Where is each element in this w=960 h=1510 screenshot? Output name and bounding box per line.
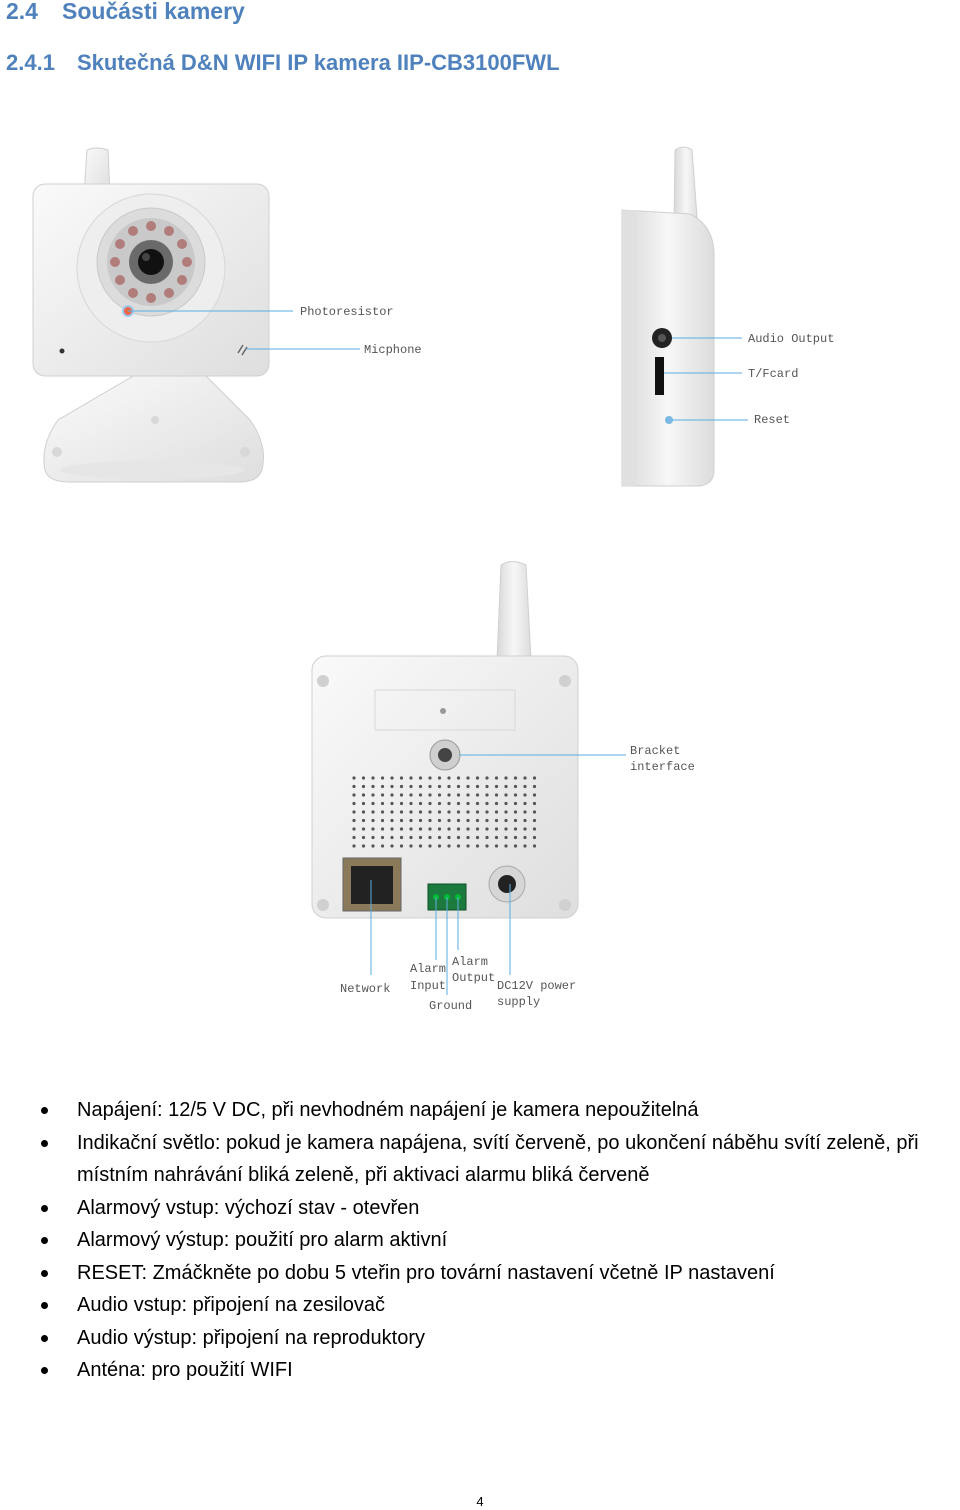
feature-list-item: Audio výstup: připojení na reproduktory [40, 1322, 958, 1355]
back-housing [311, 655, 579, 919]
dc-power-label-line1: DC12V power [497, 979, 576, 993]
reset-label: Reset [754, 413, 790, 427]
audio-output-label: Audio Output [748, 332, 834, 346]
feature-text: RESET: Zmáčkněte po dobu 5 vteřin pro to… [77, 1261, 775, 1284]
subsection-title: Skutečná D&N WIFI IP kamera IIP-CB3100FW… [77, 50, 560, 75]
feature-text: Audio výstup: připojení na reproduktory [77, 1326, 425, 1349]
feature-list-item: Audio vstup: připojení na zesilovač [40, 1289, 958, 1322]
front-antenna [83, 147, 111, 196]
camera-figure: Photoresistor Micphone Audio Output T/Fc… [32, 146, 834, 1013]
microphone-slot [237, 344, 248, 356]
dc-power-label-line2: supply [497, 995, 540, 1009]
section-heading: 2.4 Součásti kamery [6, 0, 245, 25]
network-label: Network [340, 982, 390, 996]
section-title: Součásti kamery [62, 0, 245, 24]
feature-list-item: Alarmový vstup: výchozí stav - otevřen [40, 1192, 958, 1225]
bullet-dot-icon [41, 1107, 48, 1114]
feature-list: Napájení: 12/5 V DC, při nevhodném napáj… [40, 1094, 958, 1387]
ir-led-ring [110, 221, 192, 303]
feature-list-item: Anténa: pro použití WIFI [40, 1354, 958, 1387]
bullet-dot-icon [41, 1367, 48, 1374]
alarm-input-label-line1: Alarm [410, 962, 446, 976]
indicator-led [59, 348, 65, 354]
camera-side-view: Audio Output T/Fcard Reset [621, 146, 834, 487]
alarm-output-label-line1: Alarm [452, 955, 488, 969]
section-number: 2.4 [6, 0, 38, 24]
subsection-heading: 2.4.1 Skutečná D&N WIFI IP kamera IIP-CB3… [6, 50, 560, 76]
tf-card-slot [655, 357, 664, 395]
camera-back-view: Bracket interface Network Alarm Input Al… [311, 561, 695, 1013]
feature-text: Anténa: pro použití WIFI [77, 1359, 293, 1381]
feature-text: Alarmový výstup: použití pro alarm aktiv… [77, 1229, 448, 1251]
alarm-input-label-line2: Input [410, 979, 446, 993]
feature-text: Alarmový vstup: výchozí stav - otevřen [77, 1196, 420, 1219]
front-stand [43, 374, 264, 483]
ground-label: Ground [429, 999, 472, 1013]
feature-text: Napájení: 12/5 V DC, při nevhodném napáj… [77, 1099, 699, 1121]
page-number: 4 [476, 1494, 484, 1509]
tf-card-label: T/Fcard [748, 367, 798, 381]
bullet-dot-icon [41, 1204, 48, 1212]
bullet-dot-icon [41, 1334, 48, 1342]
bullet-dot-icon [41, 1302, 48, 1309]
reset-button [665, 416, 673, 424]
side-housing [621, 209, 715, 487]
feature-list-item: Alarmový výstup: použití pro alarm aktiv… [40, 1224, 958, 1257]
alarm-output-label-line2: Output [452, 971, 495, 985]
photoresistor-label: Photoresistor [300, 305, 394, 319]
micphone-label: Micphone [364, 343, 422, 357]
bracket-label-line1: Bracket [630, 744, 680, 758]
bullet-dot-icon [41, 1139, 48, 1147]
back-antenna [496, 561, 532, 661]
feature-text: Indikační světlo: pokud je kamera napáje… [77, 1131, 919, 1187]
side-antenna [673, 146, 699, 231]
bullet-dot-icon [41, 1269, 48, 1277]
subsection-number: 2.4.1 [6, 50, 55, 75]
camera-front-view: Photoresistor Micphone [32, 147, 422, 483]
bracket-label-line2: interface [630, 760, 695, 774]
bullet-dot-icon [41, 1237, 48, 1244]
feature-list-item: Napájení: 12/5 V DC, při nevhodném napáj… [40, 1094, 958, 1127]
feature-list-item: Indikační světlo: pokud je kamera napáje… [40, 1127, 958, 1192]
feature-text: Audio vstup: připojení na zesilovač [77, 1294, 385, 1316]
feature-list-item: RESET: Zmáčkněte po dobu 5 vteřin pro to… [40, 1257, 958, 1290]
speaker-grille [352, 776, 537, 848]
